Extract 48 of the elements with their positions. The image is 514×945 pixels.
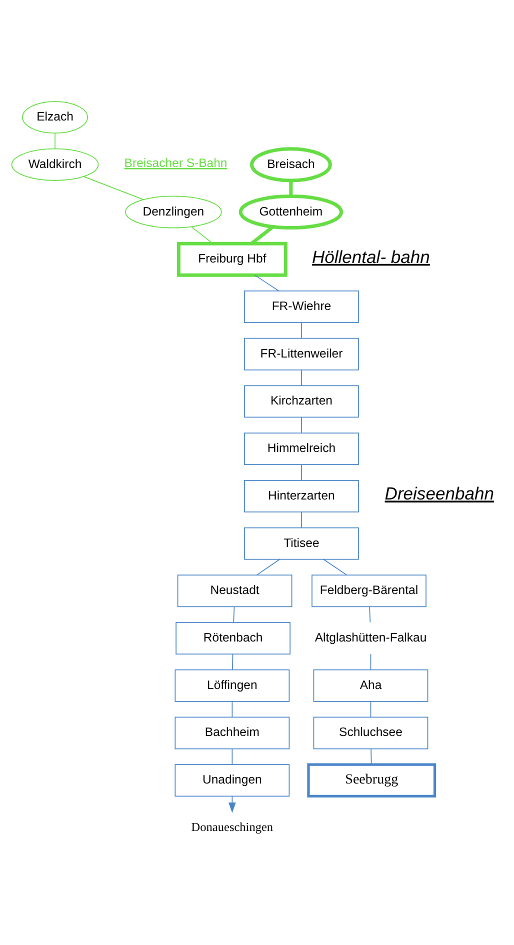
- connector: [233, 606, 235, 623]
- node-box: Bachheim: [174, 716, 290, 750]
- connector: [83, 176, 144, 200]
- connector: [254, 274, 280, 292]
- node-box: Feldberg-Bärental: [312, 574, 426, 608]
- connector: [370, 701, 372, 718]
- connector: [301, 416, 302, 434]
- node-box: Hinterzarten: [244, 480, 359, 512]
- node-box: FR-Wiehre: [244, 290, 359, 323]
- connector: [323, 558, 348, 576]
- connector: [370, 654, 372, 670]
- connector: [370, 748, 372, 765]
- node-box: Unadingen: [174, 764, 290, 797]
- connector: [369, 606, 371, 623]
- connector: [232, 748, 233, 765]
- arrow: [228, 796, 236, 814]
- node-box: Himmelreich: [244, 432, 359, 466]
- node-box: Freiburg Hbf: [176, 242, 288, 277]
- connector: [250, 225, 274, 245]
- connector: [54, 132, 56, 150]
- node-box: Aha: [313, 669, 428, 702]
- node-ellipse: Elzach: [22, 101, 88, 134]
- node-box: Schluchsee: [313, 716, 428, 750]
- node-ellipse: Denzlingen: [125, 196, 222, 228]
- connector: [301, 369, 302, 386]
- node-box: Titisee: [244, 527, 359, 560]
- label: Dreiseenbahn: [384, 484, 494, 504]
- node-box: Löffingen: [174, 669, 290, 702]
- node-text: Donaueschingen: [191, 820, 274, 834]
- node-ellipse: Gottenheim: [238, 194, 344, 230]
- node-text: Altglashütten-Falkau: [314, 630, 427, 645]
- label: Breisacher S-Bahn: [124, 156, 228, 170]
- node-box: Rötenbach: [176, 622, 290, 654]
- node-box: Seebrugg: [307, 763, 436, 798]
- node-box: FR-Littenweiler: [244, 338, 359, 370]
- node-box: Kirchzarten: [244, 385, 359, 418]
- connector: [301, 512, 302, 528]
- connector: [190, 226, 214, 244]
- node-ellipse: Waldkirch: [11, 148, 99, 181]
- connector: [232, 701, 233, 718]
- node-box: Neustadt: [177, 574, 292, 608]
- connector: [301, 322, 302, 339]
- label: Höllental- bahn: [312, 246, 430, 267]
- connector: [301, 464, 302, 481]
- node-ellipse: Breisach: [250, 147, 332, 182]
- connector: [289, 180, 293, 196]
- connector: [256, 558, 280, 576]
- connector: [232, 654, 234, 670]
